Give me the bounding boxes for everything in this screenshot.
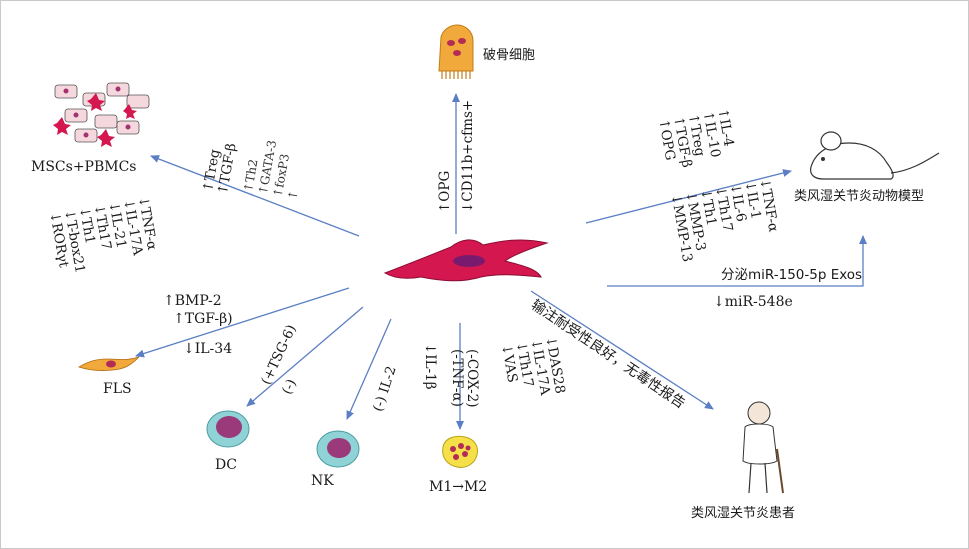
fls-label: FLS [103, 381, 132, 397]
macro-effects: ↓IL-1β [422, 343, 438, 390]
effect-cd11b: ↓CD11b+cfms+ [460, 99, 476, 213]
arrow-exos-to-animal [607, 235, 867, 287]
fls-effect-tgfb: ↑TGF-β) [173, 311, 233, 327]
macro-effect-il1b: ↓IL-1β [422, 343, 438, 390]
mir-548e-label: ↓miR-548e [713, 294, 793, 310]
nk-label: NK [311, 473, 334, 489]
dc-cell-icon [206, 410, 250, 448]
macro-effects-2: (-COX-2) (-TNF-α) [449, 349, 480, 408]
fls-effect-bmp2: ↑BMP-2 [163, 293, 222, 309]
effect-opg: ↑OPG [437, 170, 453, 213]
arrow-to-patient [530, 290, 714, 410]
osteoclast-effects: ↑OPG ↓CD11b+cfms+ [437, 99, 476, 213]
arrow-to-fls [135, 287, 350, 358]
osteoclast-icon [438, 24, 474, 79]
patient-effects: ↓DAS28 ↓IL-17A ↓Th17 ↓VAS [498, 335, 568, 403]
osteoclast-label: 破骨细胞 [483, 48, 536, 63]
mscs-pbmcs-icon [53, 82, 150, 147]
arrow-to-animal [585, 169, 792, 224]
arrow-to-mscs [150, 155, 360, 237]
fls-icon [78, 356, 140, 371]
mouse-icon [810, 131, 940, 180]
arrow-to-nk [346, 318, 392, 420]
patient-icon [742, 401, 784, 494]
macro-effect-tnfa: (-TNF-α) [449, 349, 465, 407]
macro-effect-cox2: (-COX-2) [464, 349, 480, 408]
exos-secrete-label: 分泌miR-150-5p Exos [721, 267, 863, 283]
dc-label: DC [215, 457, 237, 473]
mscs-pbmcs-label: MSCs+PBMCs [31, 159, 137, 175]
msc-cell-icon [383, 239, 549, 282]
fls-effect-il34: ↓IL-34 [183, 341, 233, 357]
mscs-up-minor: ↑Th2 ↑GATA-3 ↑foxP3 ↑ [241, 136, 310, 201]
arrow-to-dc [246, 306, 364, 407]
macrophage-icon [442, 435, 478, 468]
macrophage-label: M1→M2 [429, 479, 488, 495]
animal-model-label: 类风湿关节炎动物模型 [794, 189, 925, 204]
patient-label: 类风湿关节炎患者 [691, 506, 796, 521]
nk-cell-icon [316, 430, 360, 468]
